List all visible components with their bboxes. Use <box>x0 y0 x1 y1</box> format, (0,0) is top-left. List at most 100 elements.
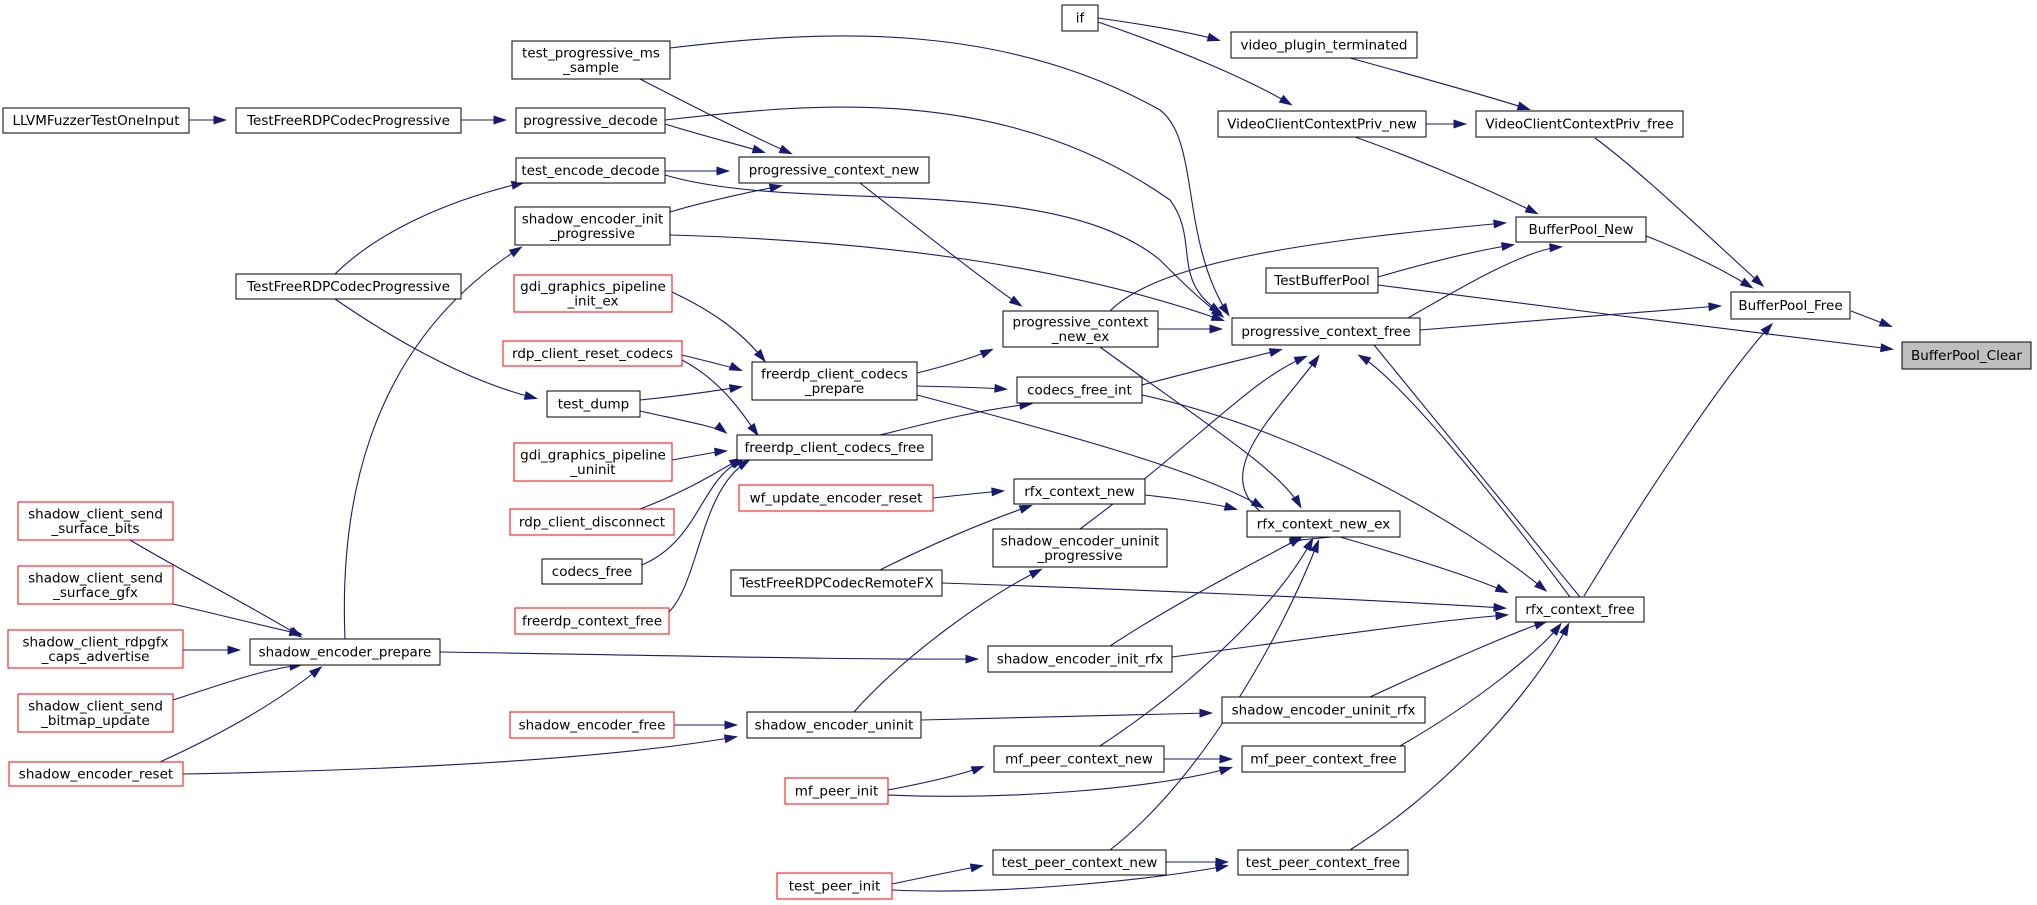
node-test-progressive-ms-sample[interactable]: test_progressive_ms_sample <box>511 40 671 80</box>
node-shadow-encoder-free[interactable]: shadow_encoder_free <box>509 711 675 739</box>
node-mf-peer-init[interactable]: mf_peer_init <box>784 777 889 805</box>
node-label: rdp_client_reset_codecs <box>512 346 673 362</box>
edge-shadow-encoder-uninit-rfx-to-rfx-context-free <box>1369 620 1548 698</box>
node-testfreerdpcodecprogressive[interactable]: TestFreeRDPCodecProgressive <box>235 107 462 134</box>
node-codecs-free[interactable]: codecs_free <box>541 558 643 585</box>
edge-line <box>172 603 301 635</box>
node-shadow-encoder-uninit[interactable]: shadow_encoder_uninit <box>746 711 922 739</box>
node-label: shadow_client_send <box>28 506 163 522</box>
edge-testfreerdpcodecprogressive-to-test-dump <box>334 298 539 400</box>
node-test-peer-context-new[interactable]: test_peer_context_new <box>992 849 1167 876</box>
node-progressive-context-free[interactable]: progressive_context_free <box>1231 317 1421 346</box>
node-box <box>2 107 190 134</box>
node-llvmfuzzertestoneinput[interactable]: LLVMFuzzerTestOneInput <box>2 107 190 134</box>
edge-freerdp-client-codecs-prepare-to-rfx-context-new-ex <box>916 394 1265 509</box>
node-label: BufferPool_Free <box>1738 298 1842 314</box>
edge-testfreerdpcodecremotefx-to-rfx-context-new <box>879 504 1033 571</box>
edge-line <box>172 664 301 701</box>
edge-test-dump-to-freerdp-client-codecs-prepare <box>639 384 744 401</box>
edge-line <box>1349 57 1529 110</box>
arrowhead-icon <box>1199 708 1214 718</box>
node-label: _init_ex <box>567 293 619 309</box>
edge-line <box>129 539 301 637</box>
node-shadow-encoder-init-rfx[interactable]: shadow_encoder_init_rfx <box>987 645 1173 673</box>
node-box <box>515 107 666 134</box>
arrowhead-icon <box>1218 302 1230 317</box>
node-box <box>1265 267 1379 294</box>
node-testbufferpool[interactable]: TestBufferPool <box>1265 267 1379 294</box>
node-testfreerdpcodecremotefx[interactable]: TestFreeRDPCodecRemoteFX <box>730 569 943 597</box>
node-progressive-decode[interactable]: progressive_decode <box>515 107 666 134</box>
node-rfx-context-new[interactable]: rfx_context_new <box>1013 478 1146 505</box>
node-freerdp-client-codecs-prepare[interactable]: freerdp_client_codecs_prepare <box>751 361 918 401</box>
edge-line <box>941 582 1505 609</box>
node-mf-peer-context-new[interactable]: mf_peer_context_new <box>993 745 1165 773</box>
node-test-peer-init[interactable]: test_peer_init <box>776 872 893 900</box>
arrowhead-icon <box>1739 277 1754 289</box>
edge-shadow-client-send-bitmap-update-to-shadow-encoder-prepare <box>172 661 304 701</box>
node-shadow-encoder-prepare[interactable]: shadow_encoder_prepare <box>249 638 441 666</box>
node-box <box>511 40 671 80</box>
node-progressive-context-new-ex[interactable]: progressive_context_new_ex <box>1002 310 1159 348</box>
node-rdp-client-reset-codecs[interactable]: rdp_client_reset_codecs <box>502 340 683 367</box>
node-rdp-client-disconnect[interactable]: rdp_client_disconnect <box>509 508 675 536</box>
node-rfx-context-free[interactable]: rfx_context_free <box>1515 596 1645 623</box>
node-shadow-encoder-uninit-rfx[interactable]: shadow_encoder_uninit_rfx <box>1221 696 1426 724</box>
node-label: _new_ex <box>1051 329 1109 345</box>
node-box <box>1013 478 1146 505</box>
node-shadow-client-send-surface-gfx[interactable]: shadow_client_send_surface_gfx <box>17 565 174 605</box>
arrowhead-icon <box>1760 322 1774 336</box>
node-progressive-context-new[interactable]: progressive_context_new <box>738 156 930 184</box>
node-freerdp-context-free[interactable]: freerdp_context_free <box>514 607 670 635</box>
arrowhead-icon <box>994 383 1009 393</box>
node-gdi-graphics-pipeline-init-ex[interactable]: gdi_graphics_pipeline_init_ex <box>513 274 673 313</box>
edge-line <box>664 174 1223 317</box>
node-shadow-encoder-reset[interactable]: shadow_encoder_reset <box>8 761 184 787</box>
node-rfx-context-new-ex[interactable]: rfx_context_new_ex <box>1246 510 1401 538</box>
node-shadow-encoder-init-progressive[interactable]: shadow_encoder_init_progressive <box>514 206 671 246</box>
node-label: if <box>1076 11 1086 27</box>
edge-line <box>1583 324 1772 597</box>
arrowhead-icon <box>1549 622 1562 637</box>
node-shadow-client-rdpgfx-caps-advertise[interactable]: shadow_client_rdpgfx_caps_advertise <box>7 629 184 669</box>
node-box <box>1221 696 1426 724</box>
arrowhead-icon <box>523 391 539 400</box>
node-shadow-encoder-uninit-progressive[interactable]: shadow_encoder_uninit_progressive <box>992 528 1168 568</box>
node-freerdp-client-codecs-free[interactable]: freerdp_client_codecs_free <box>736 434 933 461</box>
edge-line <box>664 106 1221 313</box>
edge-test-peer-context-free-to-rfx-context-free <box>1349 622 1570 851</box>
node-video-plugin-terminated[interactable]: video_plugin_terminated <box>1230 31 1418 59</box>
node-videoclientcontextpriv-new[interactable]: VideoClientContextPriv_new <box>1217 110 1427 138</box>
edge-mf-peer-context-new-to-rfx-context-new-ex <box>1099 537 1314 747</box>
node-gdi-graphics-pipeline-uninit[interactable]: gdi_graphics_pipeline_uninit <box>513 442 673 482</box>
edge-line <box>916 349 992 374</box>
node-codecs-free-int[interactable]: codecs_free_int <box>1016 376 1143 404</box>
edge-rfx-context-free-to-bufferpool-free <box>1583 322 1774 597</box>
node-box <box>776 872 893 900</box>
node-test-dump[interactable]: test_dump <box>546 390 641 418</box>
node-shadow-client-send-surface-bits[interactable]: shadow_client_send_surface_bits <box>17 501 174 541</box>
node-wf-update-encoder-reset[interactable]: wf_update_encoder_reset <box>738 484 934 512</box>
node-mf-peer-context-free[interactable]: mf_peer_context_free <box>1241 745 1406 773</box>
edge-line <box>159 667 321 763</box>
node-bufferpool-new[interactable]: BufferPool_New <box>1515 216 1647 243</box>
node-box <box>746 711 922 739</box>
node-box <box>1061 4 1099 32</box>
node-test-encode-decode[interactable]: test_encode_decode <box>515 157 666 184</box>
edge-test-dump-to-freerdp-client-codecs-free <box>639 410 728 434</box>
node-testfreerdpcodecprogressive[interactable]: TestFreeRDPCodecProgressive <box>235 273 462 300</box>
node-label: VideoClientContextPriv_new <box>1227 117 1417 133</box>
node-if[interactable]: if <box>1061 4 1099 32</box>
arrowhead-icon <box>768 183 784 193</box>
edge-testfreerdpcodecremotefx-to-rfx-context-free <box>941 582 1508 612</box>
node-videoclientcontextpriv-free[interactable]: VideoClientContextPriv_free <box>1475 110 1684 138</box>
node-box <box>987 645 1173 673</box>
node-label: _caps_advertise <box>41 649 150 665</box>
edge-line <box>669 234 1223 321</box>
node-bufferpool-free[interactable]: BufferPool_Free <box>1730 291 1851 320</box>
node-shadow-client-send-bitmap-update[interactable]: shadow_client_send_bitmap_update <box>17 693 174 733</box>
node-test-peer-context-free[interactable]: test_peer_context_free <box>1237 849 1409 876</box>
edge-line <box>1399 624 1561 747</box>
node-box <box>730 569 943 597</box>
arrowhead-icon <box>969 863 985 873</box>
